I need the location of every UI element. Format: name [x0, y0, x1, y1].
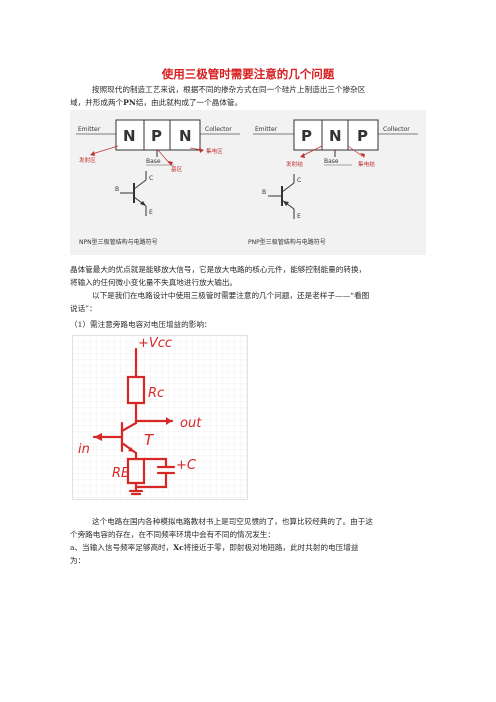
vcc-label: +Vcc — [138, 336, 172, 351]
npn-pin-b: B — [115, 186, 119, 193]
pnp-diagram: Emitter Collector P N P Base 发射结 集电结 B C… — [248, 119, 418, 246]
para3-line-1: 以下是我们在电路设计中使用三极管时需要注意的几个问题，还是老样子——“看图 — [92, 291, 370, 300]
npn-region-n1: N — [123, 127, 136, 145]
npn-region-p: P — [151, 127, 162, 145]
output-arrow-icon — [166, 417, 172, 425]
xc-term: Xc — [173, 543, 184, 552]
para6-suffix: 将接近于零，即射极对地短路，此时共射的电压增益 — [183, 543, 359, 552]
emitter-arrow-icon — [128, 447, 134, 452]
para6-prefix: a、当输入信号频率足够高时， — [70, 543, 174, 552]
para2-line-2: 将输入的任何微小变化量不失真地进行放大输出。 — [70, 278, 238, 287]
in-label: in — [78, 442, 90, 457]
intro-line-2: 域，并形成两个PN结，由此就构成了一个晶体管。 — [70, 96, 242, 109]
pnp-pin-e: E — [297, 213, 301, 220]
para2-line-1: 晶体管最大的优点就是能够放大信号，它是放大电路的核心元件，能够控制能量的转换， — [70, 265, 367, 274]
npn-region-n2: N — [179, 127, 192, 145]
transistor-label: T — [144, 431, 155, 449]
pnp-emitter-label: Emitter — [255, 126, 278, 133]
rc-label: Rc — [148, 386, 164, 401]
npn-collector-region-label: 集电区 — [206, 147, 223, 155]
npn-emitter-region-label: 发射区 — [79, 156, 96, 164]
pnp-pin-c: C — [297, 177, 301, 184]
intro-line-2-suffix: 结，由此就构成了一个晶体管。 — [135, 98, 243, 107]
para4: （1）需注意旁路电容对电压增益的影响： — [70, 320, 212, 329]
pnp-region-p1: P — [301, 127, 312, 145]
input-arrow-icon — [94, 433, 102, 441]
para6-line-1: a、当输入信号频率足够高时，Xc将接近于零，即射极对地短路，此时共射的电压增益 — [70, 541, 358, 554]
pnp-emitter-junction-label: 发射结 — [286, 160, 303, 168]
npn-base-label: Base — [146, 158, 161, 165]
npn-pin-c: C — [149, 175, 153, 182]
page-title: 使用三极管时需要注意的几个问题 — [161, 67, 335, 81]
npn-collector-label: Collector — [205, 126, 232, 133]
pnp-symbol — [268, 174, 295, 219]
re-label: RE — [112, 466, 130, 481]
pn-junction-term: PN — [123, 98, 136, 107]
para5-line-2: 个旁路电容的存在，在不同频率环境中会有不同的情况发生： — [70, 530, 276, 539]
npn-base-region-label: 基区 — [171, 165, 183, 173]
npn-diagram: Emitter Collector N P N Base 发射区 基区 集电区 — [76, 119, 240, 246]
npn-symbol — [120, 171, 147, 216]
intro-line-2-prefix: 域，并形成两个 — [70, 98, 124, 107]
common-emitter-circuit-figure: +Vcc Rc out T in RE +C — [72, 335, 248, 500]
para5-line-1: 这个电路在国内各种模拟电路教材书上是司空见惯的了，也算比较经典的了。由于这 — [92, 517, 373, 526]
para3-line-2: 说话”： — [70, 304, 97, 313]
npn-emitter-label: Emitter — [78, 126, 101, 133]
pnp-caption: PNP型三极管结构与电路符号 — [248, 238, 326, 246]
pnp-base-label: Base — [324, 158, 339, 165]
pnp-region-n: N — [329, 127, 342, 145]
ce-label: +C — [176, 458, 197, 473]
pnp-collector-label: Collector — [383, 126, 410, 133]
intro-line-1: 按照现代的制造工艺来说，根据不同的掺杂方式在同一个硅片上制造出三个掺杂区 — [92, 85, 366, 94]
para6-line-2: 为： — [70, 556, 86, 565]
npn-caption: NPN型三极管结构与电路符号 — [79, 238, 158, 246]
pnp-collector-junction-label: 集电结 — [358, 160, 375, 168]
npn-pin-e: E — [149, 209, 153, 216]
transistor-structure-figure: Emitter Collector N P N Base 发射区 基区 集电区 — [70, 110, 426, 255]
pnp-pin-b: B — [262, 189, 266, 196]
pnp-region-p2: P — [357, 127, 368, 145]
out-label: out — [180, 416, 202, 431]
